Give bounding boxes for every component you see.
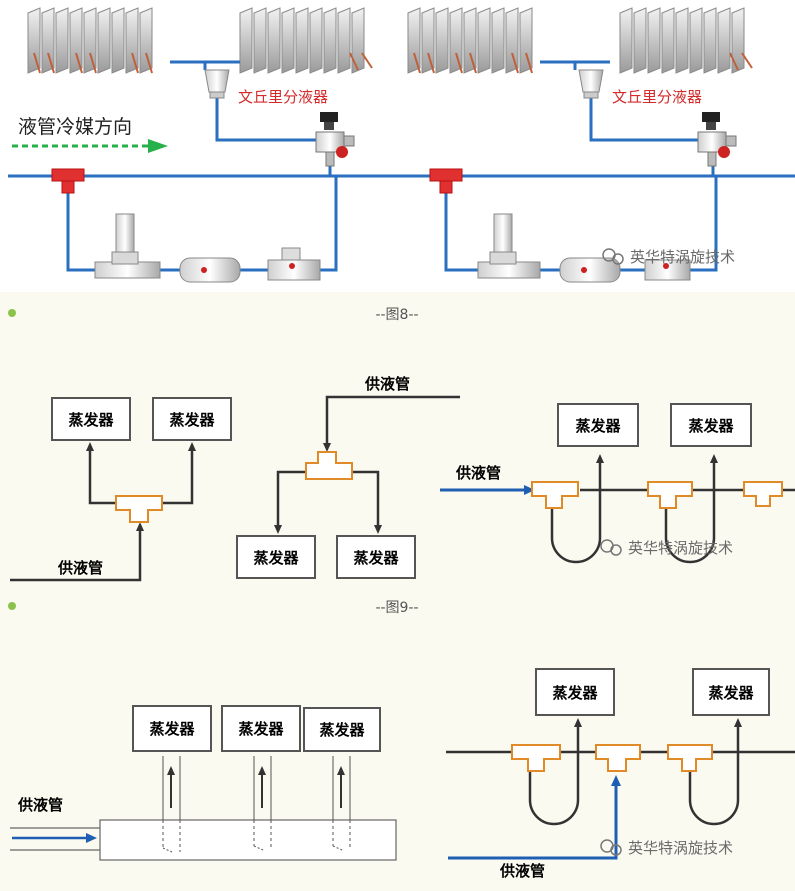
fig9-evaporator-5: 蒸发器 <box>557 403 639 447</box>
fig10-right-tee-3 <box>667 744 713 772</box>
fig8-sight-glass-1 <box>267 247 321 281</box>
fig9-middle-piping <box>274 395 460 534</box>
fig8-sight-glass-2 <box>644 259 691 281</box>
fig9-evaporator-3-label: 蒸发器 <box>253 549 299 567</box>
fig10-right-tee-2 <box>595 744 641 772</box>
fig8-venturi-distributor-1 <box>204 69 230 99</box>
fig8-solenoid-valve-1 <box>94 213 161 279</box>
fig8-red-tee-1 <box>51 168 85 194</box>
watermark-text-2: 英华特涡旋技术 <box>628 539 733 557</box>
fig9-middle-supply-label: 供液管 <box>364 375 410 393</box>
watermark-1: 英华特涡旋技术 <box>602 248 735 266</box>
fig10-evaporator-5: 蒸发器 <box>692 668 770 716</box>
fig10-right-supply-label: 供液管 <box>499 862 545 880</box>
fig9-evaporator-3: 蒸发器 <box>236 535 316 579</box>
fig8-caption: --图8-- <box>375 307 418 323</box>
fig9-left-tee <box>115 495 163 523</box>
fig10-right-tee-1 <box>511 744 561 772</box>
bullet-1 <box>8 309 16 317</box>
fig8-distributor-label-1: 文丘里分液器 <box>238 88 328 106</box>
fig9-evaporator-6-label: 蒸发器 <box>688 417 734 435</box>
fig8-expansion-valve-1 <box>315 112 355 167</box>
fig8-expansion-valve-2 <box>697 112 737 167</box>
fig9-evaporator-4: 蒸发器 <box>336 535 416 579</box>
fig8-coil-3 <box>407 7 533 74</box>
fig10-header-pipe <box>10 819 397 861</box>
watermark-text-3: 英华特涡旋技术 <box>628 839 733 857</box>
fig8-coil-1 <box>27 7 153 74</box>
fig10-right-supply-arrow <box>448 775 621 860</box>
fig8-venturi-distributor-2 <box>578 69 604 99</box>
watermark-2: 英华特涡旋技术 <box>600 539 733 557</box>
fig10-evaporator-1: 蒸发器 <box>132 705 212 752</box>
fig10-evaporator-4: 蒸发器 <box>535 668 615 716</box>
fig10-left-supply-label: 供液管 <box>17 796 63 814</box>
fig9-right-tee-1 <box>531 481 579 509</box>
fig8-direction-arrow <box>12 139 168 153</box>
fig9-right-supply-label: 供液管 <box>455 464 501 482</box>
fig10-right-piping <box>446 718 795 826</box>
fig9-evaporator-2-label: 蒸发器 <box>169 411 215 429</box>
fig9-left-supply-label: 供液管 <box>57 559 103 577</box>
watermark-text-1: 英华特涡旋技术 <box>630 248 735 266</box>
fig8-filter-drier-1 <box>179 257 241 283</box>
watermark-3: 英华特涡旋技术 <box>600 839 733 857</box>
fig10-evaporator-2-label: 蒸发器 <box>238 720 284 738</box>
fig8-direction-label: 液管冷媒方向 <box>18 116 132 138</box>
fig9-evaporator-5-label: 蒸发器 <box>575 417 621 435</box>
fig8-filter-drier-2 <box>559 257 621 283</box>
fig9-right-tee-2 <box>647 481 693 509</box>
fig10-evaporator-1-label: 蒸发器 <box>149 720 195 738</box>
fig10-evaporator-3: 蒸发器 <box>303 707 381 752</box>
fig9-left-piping <box>10 442 196 582</box>
fig9-evaporator-2: 蒸发器 <box>152 397 232 441</box>
bullet-2 <box>8 602 16 610</box>
fig10-evaporator-5-label: 蒸发器 <box>708 684 754 702</box>
fig10-evaporator-4-label: 蒸发器 <box>552 684 598 702</box>
fig8-coil-2 <box>239 7 373 74</box>
fig9-evaporator-4-label: 蒸发器 <box>353 549 399 567</box>
fig10-evaporator-3-label: 蒸发器 <box>319 721 365 739</box>
fig8-solenoid-valve-2 <box>477 213 541 279</box>
fig8-red-tee-2 <box>429 168 463 194</box>
fig8-distributor-label-2: 文丘里分液器 <box>612 88 702 106</box>
fig9-caption: --图9-- <box>375 600 418 616</box>
fig10-insert-tubes <box>162 756 351 853</box>
fig10-insert-arrows <box>167 766 345 808</box>
fig9-evaporator-6: 蒸发器 <box>670 403 752 447</box>
fig9-right-tee-3 <box>743 481 783 507</box>
fig9-middle-tee <box>305 451 353 480</box>
fig9-evaporator-1-label: 蒸发器 <box>68 411 114 429</box>
fig8-coil-4 <box>619 7 753 74</box>
fig9-evaporator-1: 蒸发器 <box>51 397 131 441</box>
fig10-evaporator-2: 蒸发器 <box>221 705 301 752</box>
